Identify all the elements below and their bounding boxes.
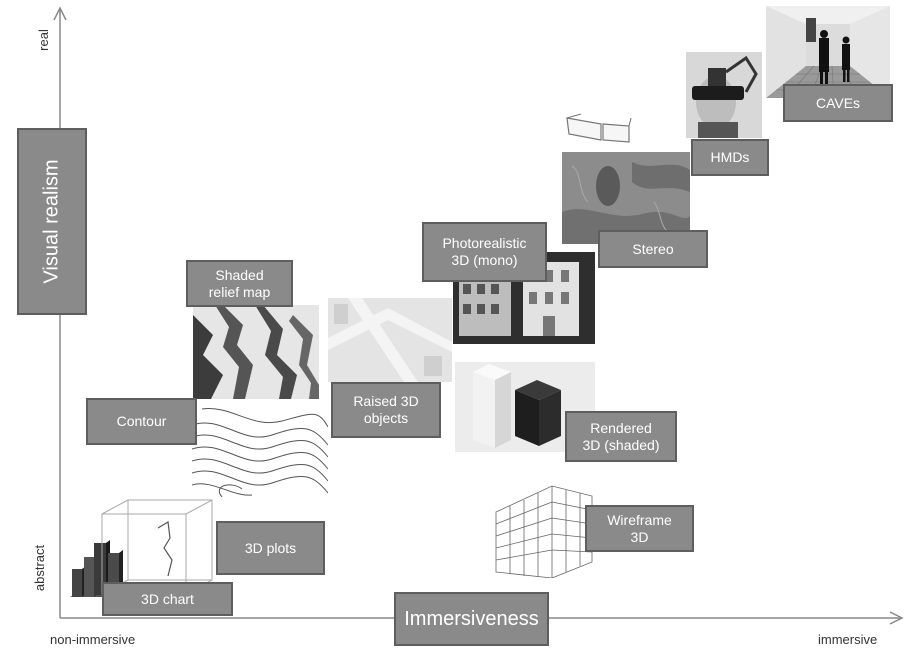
y-min-label: abstract bbox=[32, 544, 47, 592]
label-rendered-3d: Rendered 3D (shaded) bbox=[565, 411, 677, 462]
y-axis-title: Visual realism bbox=[40, 159, 63, 284]
label-photorealistic-3d: Photorealistic 3D (mono) bbox=[422, 222, 547, 282]
contour-map-image bbox=[192, 408, 328, 497]
street-map-image bbox=[328, 298, 452, 382]
x-min-label: non-immersive bbox=[50, 632, 136, 647]
label-hmds: HMDs bbox=[691, 139, 769, 176]
label-contour: Contour bbox=[86, 398, 197, 445]
y-axis-arrowhead bbox=[53, 6, 67, 21]
stereo-glasses-image bbox=[566, 113, 632, 143]
label-3d-plots: 3D plots bbox=[216, 521, 325, 575]
relief-map-image bbox=[193, 305, 319, 399]
label-stereo: Stereo bbox=[598, 230, 708, 268]
head-mounted-display-image bbox=[686, 52, 762, 138]
label-caves: CAVEs bbox=[783, 84, 893, 122]
label-raised-3d-objects: Raised 3D objects bbox=[331, 382, 441, 438]
stereo-terrain-image bbox=[562, 152, 690, 244]
x-axis-arrowhead bbox=[889, 611, 904, 625]
label-wireframe-3d: Wireframe 3D bbox=[585, 505, 694, 552]
label-3d-chart: 3D chart bbox=[102, 582, 233, 616]
x-max-label: immersive bbox=[818, 632, 878, 647]
x-axis-title-box: Immersiveness bbox=[394, 592, 549, 646]
label-shaded-relief-map: Shaded relief map bbox=[186, 260, 293, 307]
wireframe-building-image bbox=[495, 485, 593, 578]
y-max-label: real bbox=[36, 29, 51, 51]
y-axis-title-box: Visual realism bbox=[17, 128, 87, 315]
